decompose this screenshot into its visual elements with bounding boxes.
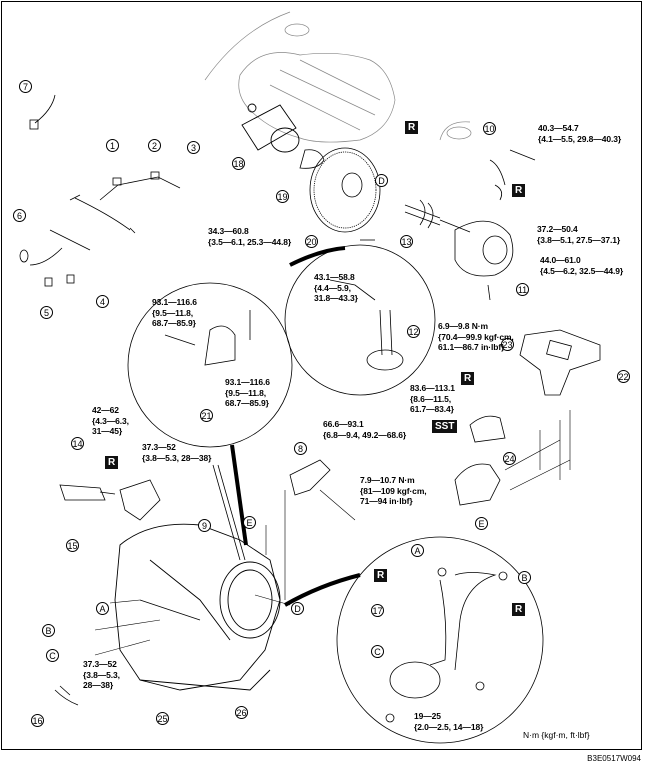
- callout-connector: [284, 573, 361, 607]
- torque-spec-mount-21-upper: 93.1—116.6{9.5—11.8,68.7—85.9}: [152, 297, 197, 328]
- torque-spec-bracket-8-bolt: 7.9—10.7 N·m{81—109 kgf·cm,71—94 in·lbf}: [360, 475, 427, 506]
- oil-cooler-17: [385, 567, 508, 723]
- part-number-21: 21: [200, 409, 213, 422]
- cover-plate: [299, 149, 325, 169]
- reference-letter-a: A: [96, 602, 109, 615]
- part-number-19: 19: [276, 190, 289, 203]
- reference-letter-c: C: [46, 649, 59, 662]
- torque-spec-mount-24-nut: 66.6—93.1{6.8—9.4, 49.2—68.6}: [323, 419, 407, 440]
- torque-spec-ball-joint-clamp: 43.1—58.8{4.4—5.9,31.8—43.3}: [314, 272, 358, 303]
- ball-joint: [379, 309, 393, 356]
- replace-badge: R: [374, 569, 388, 582]
- reference-letter-c: C: [371, 645, 384, 658]
- torque-spec-mount-21-lower: 93.1—116.6{9.5—11.8,68.7—85.9}: [225, 377, 270, 408]
- part-number-13: 13: [400, 235, 413, 248]
- part-number-6: 6: [13, 209, 26, 222]
- part-number-10: 10: [483, 122, 496, 135]
- part-number-20: 20: [305, 235, 318, 248]
- callout-connector: [230, 444, 248, 546]
- torque-spec-mount-23-bolt: 83.6—113.1{8.6—11.5,61.7—83.4}: [410, 383, 455, 414]
- part-number-7: 7: [19, 80, 32, 93]
- part-number-18: 18: [232, 157, 245, 170]
- torque-spec-bolt-25: 37.3—52{3.8—5.3,28—38}: [83, 659, 120, 690]
- part-number-23: 23: [501, 338, 514, 351]
- part-number-8: 8: [294, 442, 307, 455]
- replace-badge: R: [512, 603, 526, 616]
- part-number-1: 1: [106, 139, 119, 152]
- detail-circle-oil-cooler-17: [336, 536, 544, 744]
- units-legend: N·m {kgf·m, ft·lbf}: [523, 730, 590, 740]
- detail-circle-balljoint-12: [284, 244, 436, 396]
- drive-plate: [309, 147, 381, 233]
- reference-letter-d: D: [375, 174, 388, 187]
- engine-mount-21: [204, 325, 236, 366]
- oil-dipstick: [212, 464, 246, 561]
- reference-letter-b: B: [518, 571, 531, 584]
- reference-letter-e: E: [243, 516, 256, 529]
- torque-spec-bracket-15-bolt: 42—62{4.3—6.3,31—45}: [92, 405, 129, 436]
- figure-id: B3E0517W094: [587, 754, 641, 763]
- part-number-11: 11: [516, 283, 529, 296]
- part-number-25: 25: [156, 712, 169, 725]
- part-number-14: 14: [71, 437, 84, 450]
- part-number-15: 15: [66, 539, 79, 552]
- reference-letter-d: D: [291, 602, 304, 615]
- mount-bracket: [519, 329, 601, 396]
- torque-spec-bracket-nut: 44.0—61.0{4.5—6.2, 32.5—44.9}: [540, 255, 624, 276]
- replace-badge: R: [405, 121, 419, 134]
- callout-connector: [289, 246, 346, 267]
- reference-letter-e: E: [475, 517, 488, 530]
- torque-spec-bolt-9: 37.3—52{3.8—5.3, 28—38}: [142, 442, 212, 463]
- knuckle: [454, 220, 514, 277]
- part-number-26: 26: [235, 706, 248, 719]
- engine-outline: [204, 11, 472, 143]
- torque-spec-oil-cooler-bolt: 19—25{2.0—2.5, 14—18}: [414, 711, 484, 732]
- torque-spec-stabilizer-nut: 40.3—54.7{4.1—5.5, 29.8—40.3}: [538, 123, 622, 144]
- stabilizer-link: [489, 149, 536, 201]
- torque-spec-bracket-bolt: 6.9—9.8 N·m{70.4—99.9 kgf·cm,61.1—86.7 i…: [438, 321, 514, 352]
- part-number-12: 12: [407, 325, 420, 338]
- replace-badge: R: [461, 372, 475, 385]
- replace-badge: R: [512, 184, 526, 197]
- part-number-4: 4: [96, 295, 109, 308]
- bracket-8: [289, 459, 331, 496]
- detail-circle-mount-21: [127, 282, 293, 448]
- drive-shaft: [404, 199, 471, 233]
- part-number-16: 16: [31, 714, 44, 727]
- part-number-3: 3: [187, 141, 200, 154]
- diagram-frame: [1, 1, 642, 750]
- wiring-harness: [19, 94, 181, 287]
- transaxle-mount: [469, 415, 506, 443]
- leader: [487, 284, 491, 301]
- mount-bracket-24: [454, 463, 501, 506]
- part-number-24: 24: [503, 452, 516, 465]
- part-number-17: 17: [371, 604, 384, 617]
- torque-spec-ball-joint-nut: 37.2—50.4{3.8—5.1, 27.5—37.1}: [537, 224, 621, 245]
- shift-cable: [54, 685, 79, 706]
- reference-letter-b: B: [42, 624, 55, 637]
- oil-cooler-hose: [59, 479, 161, 521]
- replace-badge: R: [105, 456, 119, 469]
- starter-motor: [241, 103, 300, 153]
- part-number-22: 22: [617, 370, 630, 383]
- sst-badge: SST: [432, 420, 458, 433]
- reference-letter-a: A: [411, 544, 424, 557]
- part-number-9: 9: [198, 519, 211, 532]
- part-number-5: 5: [40, 306, 53, 319]
- part-number-2: 2: [148, 139, 161, 152]
- transaxle-case: [114, 523, 281, 691]
- torque-spec-drive-plate-nut: 34.3—60.8{3.5—6.1, 25.3—44.8}: [208, 226, 292, 247]
